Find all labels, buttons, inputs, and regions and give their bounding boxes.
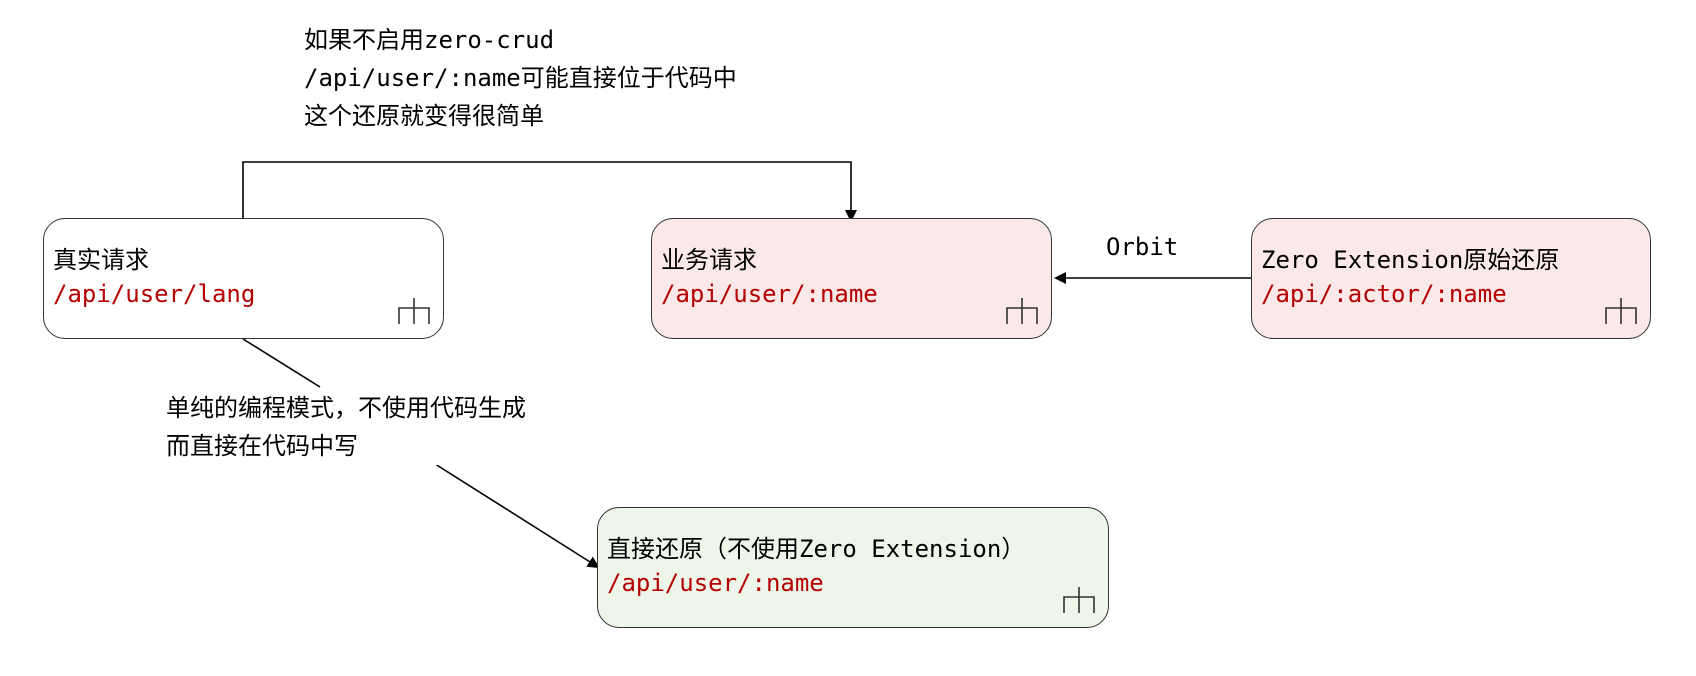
node-business-request-path: /api/user/:name [661, 280, 878, 308]
edge-real-to-direct [242, 338, 321, 388]
hierarchy-icon [1605, 298, 1637, 324]
node-direct-restore-title: 直接还原（不使用Zero Extension） [607, 535, 1026, 563]
edge-label-orbit: Orbit [1106, 233, 1179, 261]
note-programming-mode: 单纯的编程模式，不使用代码生成 而直接在代码中写 [166, 389, 526, 465]
node-real-request-path: /api/user/lang [53, 280, 256, 308]
note-zero-crud-line-2: /api/user/:name可能直接位于代码中 [304, 64, 737, 92]
node-business-request-title: 业务请求 [661, 246, 757, 274]
node-direct-restore[interactable]: 直接还原（不使用Zero Extension） /api/user/:name [597, 507, 1109, 628]
node-business-request[interactable]: 业务请求 /api/user/:name [651, 218, 1052, 339]
note-programming-mode-line-2: 而直接在代码中写 [166, 432, 358, 460]
node-zero-extension-title: Zero Extension原始还原 [1261, 246, 1560, 274]
node-real-request[interactable]: 真实请求 /api/user/lang [43, 218, 444, 339]
note-zero-crud-line-1: 如果不启用zero-crud [304, 26, 555, 54]
node-real-request-title: 真实请求 [53, 246, 149, 274]
note-programming-mode-line-1: 单纯的编程模式，不使用代码生成 [166, 394, 526, 422]
note-zero-crud: 如果不启用zero-crud /api/user/:name可能直接位于代码中 … [304, 21, 737, 135]
node-zero-extension[interactable]: Zero Extension原始还原 /api/:actor/:name [1251, 218, 1651, 339]
note-zero-crud-line-3: 这个还原就变得很简单 [304, 102, 544, 130]
edge-real-to-business [242, 161, 857, 222]
hierarchy-icon [398, 298, 430, 324]
hierarchy-icon [1063, 587, 1095, 613]
node-zero-extension-path: /api/:actor/:name [1261, 280, 1507, 308]
node-direct-restore-path: /api/user/:name [607, 569, 824, 597]
hierarchy-icon [1006, 298, 1038, 324]
